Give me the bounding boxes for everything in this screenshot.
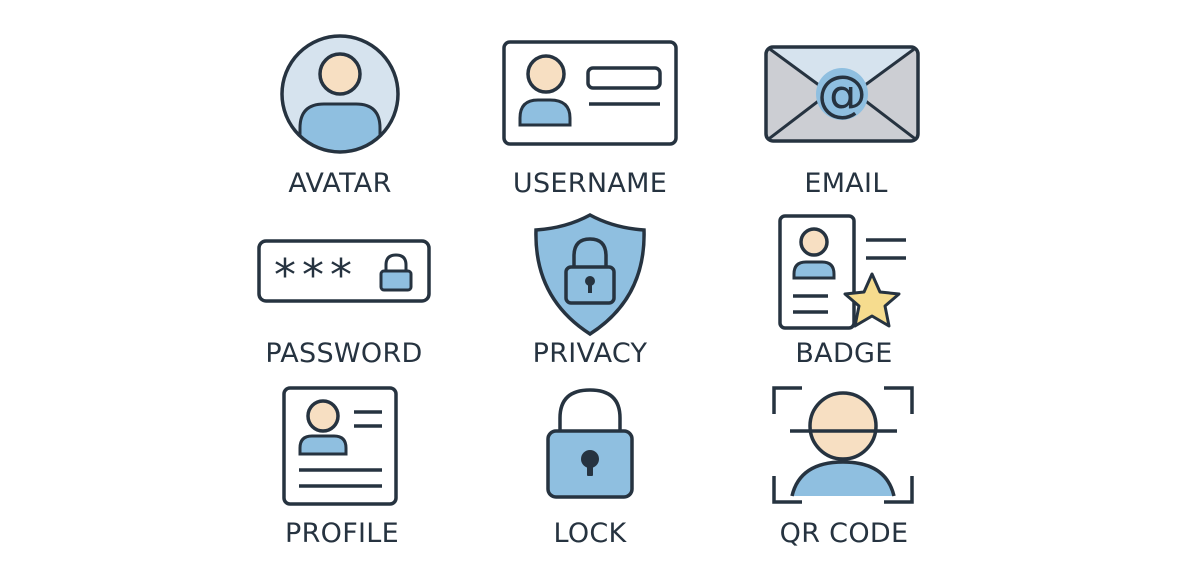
icon-label: LOCK [553,518,627,549]
icon-label: AVATAR [288,168,392,199]
avatar-icon [280,34,400,154]
icon-label: PASSWORD [265,338,423,369]
envelope-at-icon: @ [764,45,920,143]
icon-label: PRIVACY [532,338,648,369]
profile-document-icon [282,386,398,506]
badge-star-icon [778,214,906,330]
icon-label: BADGE [795,338,893,369]
password-field-icon: *** [257,239,431,303]
padlock-icon [546,388,634,499]
icon-label: PROFILE [285,518,399,549]
face-scan-icon [772,386,914,504]
icon-label: USERNAME [512,168,668,199]
shield-lock-icon [534,213,646,337]
masked-text: *** [274,250,358,301]
id-card-icon [502,40,678,146]
icon-label: EMAIL [804,168,888,199]
at-sign-glyph: @ [817,65,867,123]
icon-label: QR CODE [779,518,909,549]
